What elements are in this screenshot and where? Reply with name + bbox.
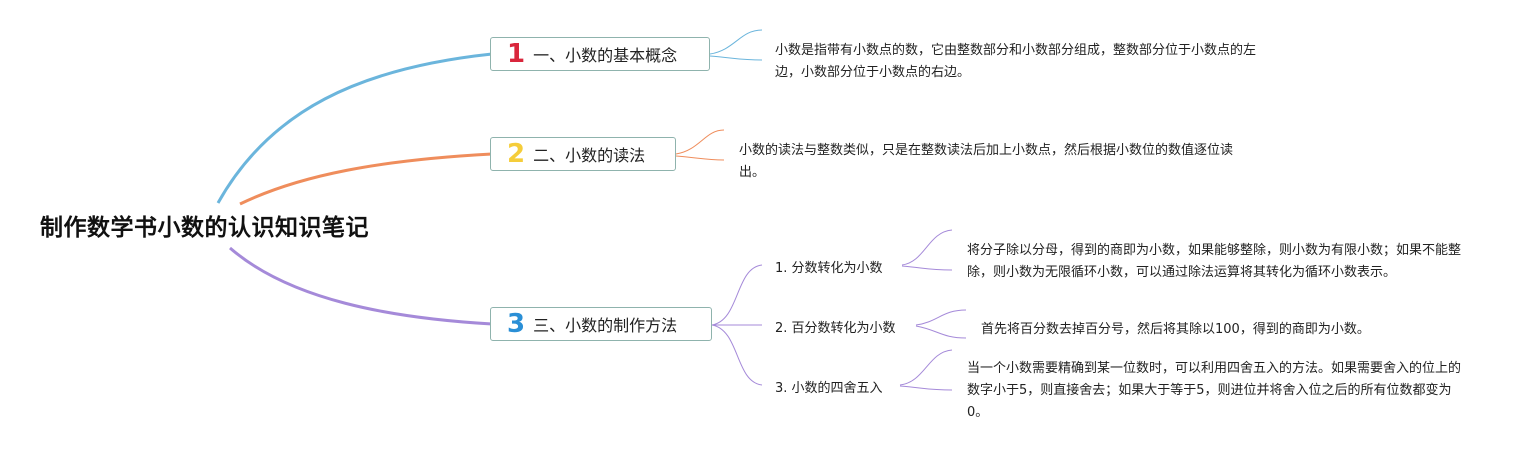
root-topic[interactable]: 制作数学书小数的认识知识笔记 [40,215,369,241]
branch-2-note: 小数的读法与整数类似，只是在整数读法后加上小数点，然后根据小数位的数值逐位读出。 [739,143,1234,180]
branch-3-child-1-connector [711,264,763,326]
branch-3-label: 三、小数的制作方法 [533,316,678,335]
subtopic-fraction-to-decimal[interactable]: 1. 分数转化为小数 [775,261,883,276]
branch-3-child-3-connector [711,324,763,386]
branch-2-connector [239,152,493,206]
number-two-icon: 2 [507,139,526,169]
branch-topic-2[interactable]: 2 二、小数的读法 [490,137,676,171]
branch-2-label: 二、小数的读法 [533,146,646,165]
branch-topic-3[interactable]: 3 三、小数的制作方法 [490,307,712,341]
branch-1-note-brace [709,29,763,55]
branch-2-note-brace [675,129,725,155]
branch-1-connector [216,52,493,204]
subtopic-rounding[interactable]: 3. 小数的四舍五入 [775,381,883,396]
child-3-note-brace [899,349,953,386]
subtopic-percent-to-decimal[interactable]: 2. 百分数转化为小数 [775,321,896,336]
branch-topic-1[interactable]: 1 一、小数的基本概念 [490,37,710,71]
number-three-icon: 3 [507,309,526,339]
subtopic-percent-to-decimal-note: 首先将百分数去掉百分号，然后将其除以100，得到的商即为小数。 [981,322,1370,337]
subtopic-fraction-to-decimal-note: 将分子除以分母，得到的商即为小数，如果能够整除，则小数为有限小数；如果不能整除，… [967,243,1462,280]
child-1-note-brace [901,229,953,266]
branch-1-label: 一、小数的基本概念 [533,46,678,65]
child-2-note-brace [915,309,967,326]
subtopic-rounding-note: 当一个小数需要精确到某一位数时，可以利用四舍五入的方法。如果需要舍入的位上的数字… [967,361,1462,420]
branch-1-note: 小数是指带有小数点的数，它由整数部分和小数部分组成，整数部分位于小数点的左边，小… [775,43,1257,80]
number-one-icon: 1 [507,39,526,69]
branch-3-connector [229,246,493,326]
